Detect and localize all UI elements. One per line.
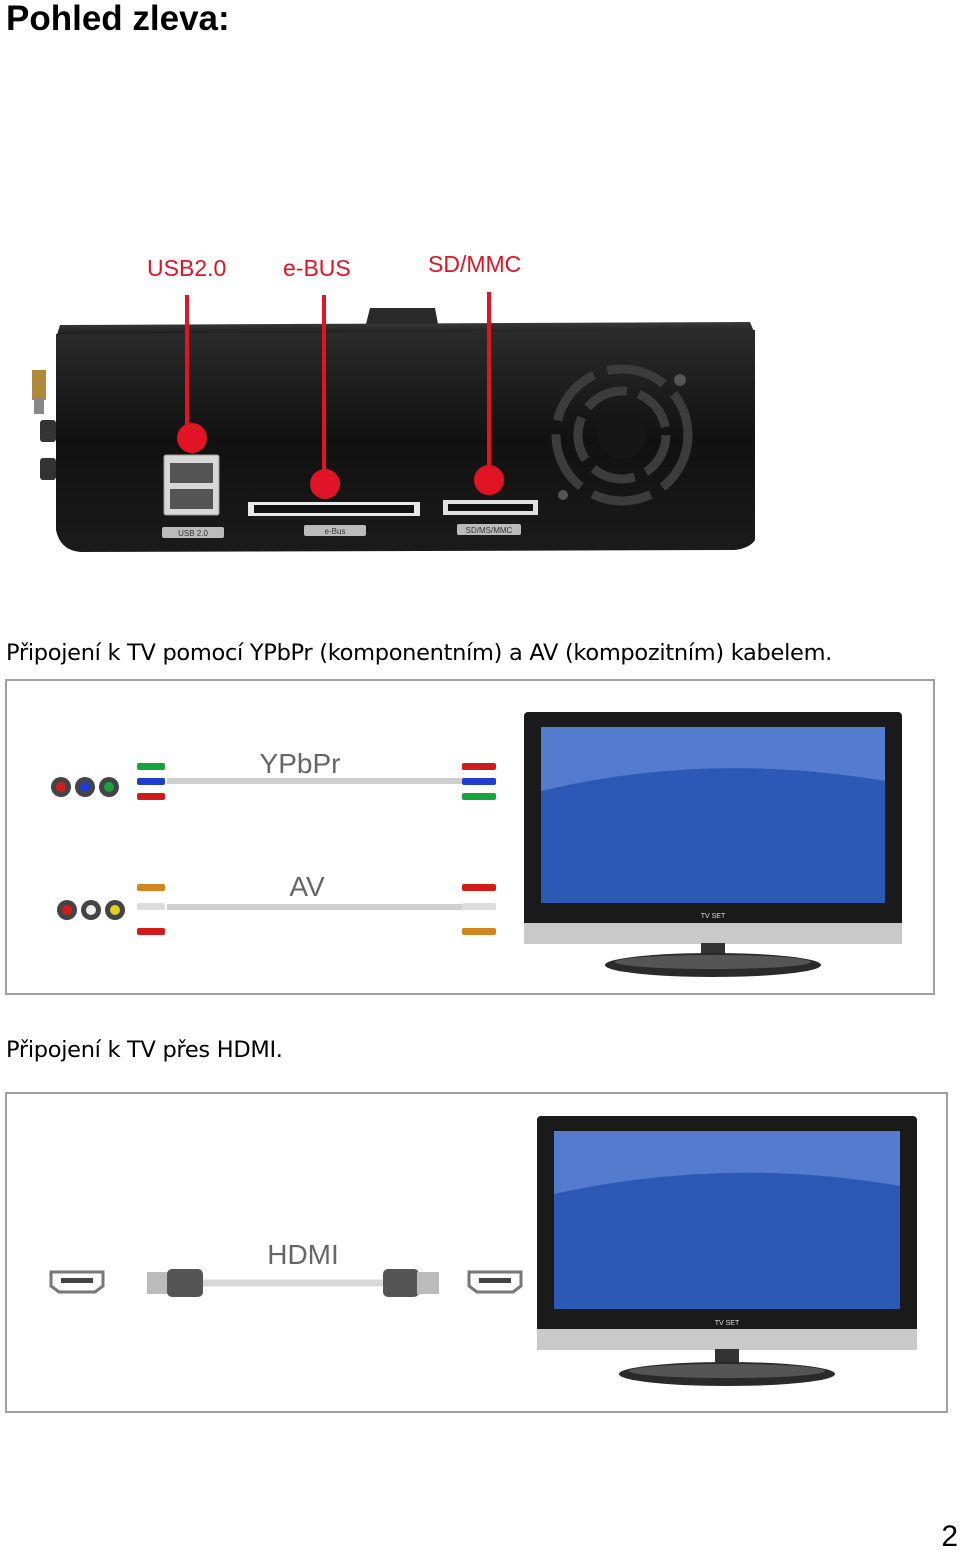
ypbpr-cable — [137, 763, 496, 800]
tv-brand: TV SET — [701, 913, 726, 920]
tv-brand: TV SET — [715, 1320, 740, 1327]
hdmi-port-right — [467, 1270, 523, 1294]
av-cable — [137, 884, 496, 935]
hdmi-section-caption: Připojení k TV přes HDMI. — [6, 1037, 283, 1063]
hdmi-port-left — [49, 1270, 105, 1294]
antenna-connector — [32, 370, 46, 400]
av-connection-figure: YPbPr AV TV SET — [5, 679, 935, 995]
av-section-caption: Připojení k TV pomocí YPbPr (komponentní… — [6, 640, 833, 666]
device-side-view-image: USB 2.0 e-Bus SD/MS/MMC USB2.0 e-BUS SD/… — [32, 251, 755, 552]
hdmi-connection-figure: HDMI TV SET — [5, 1092, 948, 1413]
hdmi-connection-image: HDMI TV SET — [49, 1116, 917, 1386]
sd-callout-label: SD/MMC — [428, 251, 521, 277]
av-jacks — [57, 900, 125, 920]
device-side-view-figure: USB 2.0 e-Bus SD/MS/MMC USB2.0 e-BUS SD/… — [20, 230, 760, 570]
usb-port-print: USB 2.0 — [178, 529, 208, 538]
hdmi-cable — [147, 1269, 439, 1297]
tv-set-image: TV SET — [524, 712, 902, 977]
device-body — [56, 330, 755, 552]
usb-callout-label: USB2.0 — [147, 255, 226, 281]
av-connection-image: YPbPr AV TV SET — [51, 712, 902, 977]
av-label: AV — [289, 871, 325, 902]
ypbpr-label: YPbPr — [260, 748, 341, 779]
usb-ports — [163, 454, 220, 516]
page-number: 2 — [941, 1520, 958, 1553]
hdmi-label: HDMI — [267, 1239, 339, 1270]
page-title: Pohled zleva: — [6, 0, 230, 38]
ebus-callout-label: e-BUS — [283, 255, 351, 281]
tv-set-image: TV SET — [537, 1116, 917, 1386]
ebus-port-print: e-Bus — [325, 527, 346, 536]
fan-grill — [551, 364, 693, 506]
callout-markers — [177, 292, 504, 499]
sd-port-print: SD/MS/MMC — [466, 526, 513, 535]
ypbpr-jacks — [51, 777, 119, 797]
